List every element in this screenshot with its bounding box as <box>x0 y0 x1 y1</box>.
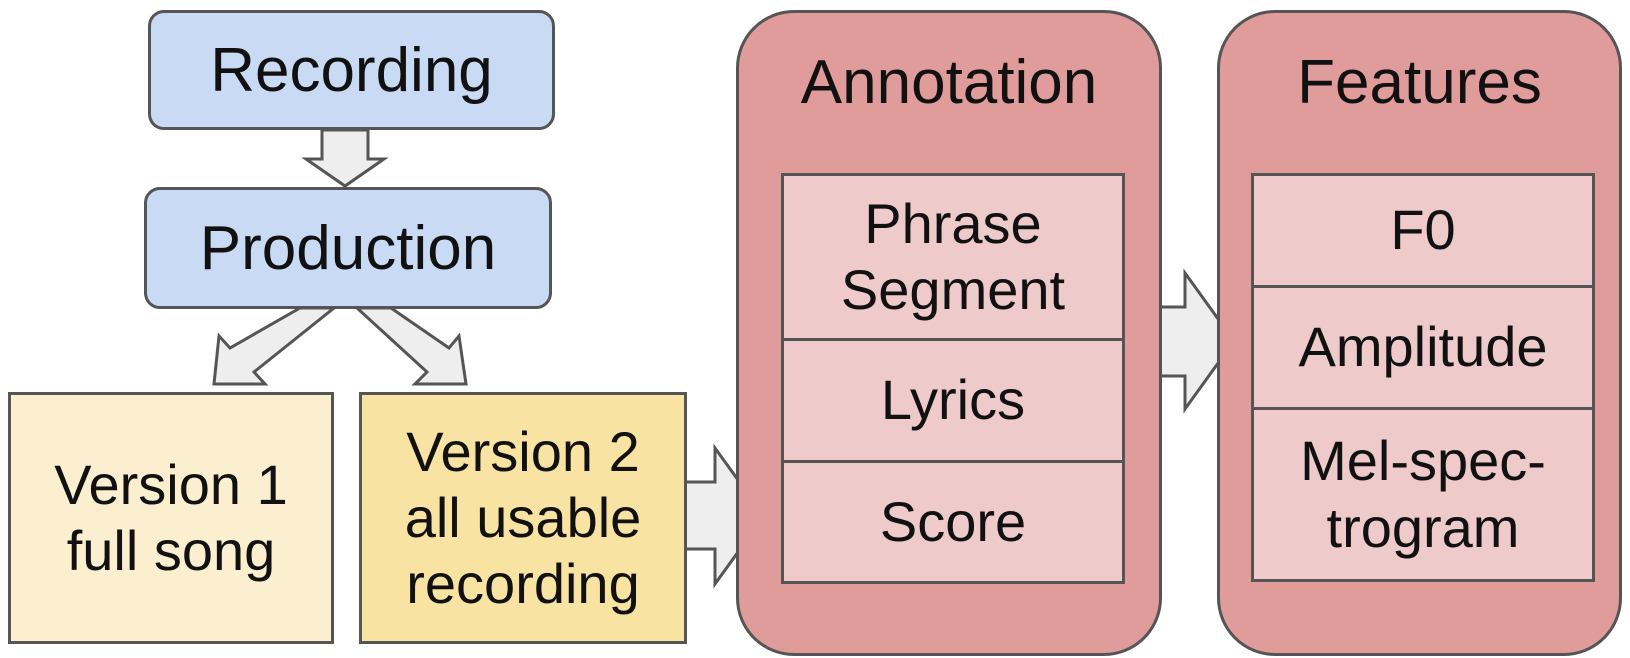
features-panel: Features F0 Amplitude Mel-spec- trogram <box>1217 10 1622 656</box>
arrow-production-to-version2 <box>353 306 468 386</box>
phrase-segment-text: Phrase Segment <box>841 191 1065 323</box>
mel-spectrogram-line2: trogram <box>1326 495 1520 559</box>
mel-spectrogram-line1: Mel-spec- <box>1300 429 1546 493</box>
version1-line2: full song <box>66 519 276 582</box>
amplitude-label: Amplitude <box>1298 315 1548 379</box>
mel-spectrogram-cell: Mel-spec- trogram <box>1254 407 1592 579</box>
version2-line2: all usable <box>404 485 642 549</box>
lyrics-cell: Lyrics <box>784 338 1122 460</box>
f0-cell: F0 <box>1254 176 1592 285</box>
arrow-production-to-version1 <box>212 306 339 386</box>
version1-line1: Version 1 <box>54 452 288 516</box>
version2-line1: Version 2 <box>406 419 640 483</box>
features-title: Features <box>1297 48 1542 117</box>
annotation-panel: Annotation Phrase Segment Lyrics Score <box>736 10 1162 656</box>
production-box: Production <box>144 187 552 309</box>
features-stack: F0 Amplitude Mel-spec- trogram <box>1251 173 1595 582</box>
version2-box: Version 2 all usable recording <box>359 392 687 644</box>
phrase-segment-cell: Phrase Segment <box>784 176 1122 338</box>
annotation-title: Annotation <box>800 48 1098 117</box>
arrow-recording-to-production <box>301 128 389 188</box>
phrase-segment-line1: Phrase <box>864 191 1042 255</box>
score-label: Score <box>879 489 1027 553</box>
lyrics-label: Lyrics <box>880 368 1026 432</box>
score-cell: Score <box>784 460 1122 581</box>
f0-label: F0 <box>1390 198 1456 262</box>
version2-line3: recording <box>406 552 640 616</box>
version2-text: Version 2 all usable recording <box>405 419 642 617</box>
version1-box: Version 1 full song <box>8 392 334 644</box>
annotation-stack: Phrase Segment Lyrics Score <box>781 173 1125 584</box>
recording-label: Recording <box>210 35 493 105</box>
amplitude-cell: Amplitude <box>1254 285 1592 407</box>
production-label: Production <box>199 213 497 283</box>
phrase-segment-line2: Segment <box>840 258 1066 321</box>
mel-spectrogram-text: Mel-spec- trogram <box>1300 428 1546 560</box>
version1-text: Version 1 full song <box>54 452 288 584</box>
recording-box: Recording <box>148 10 555 130</box>
